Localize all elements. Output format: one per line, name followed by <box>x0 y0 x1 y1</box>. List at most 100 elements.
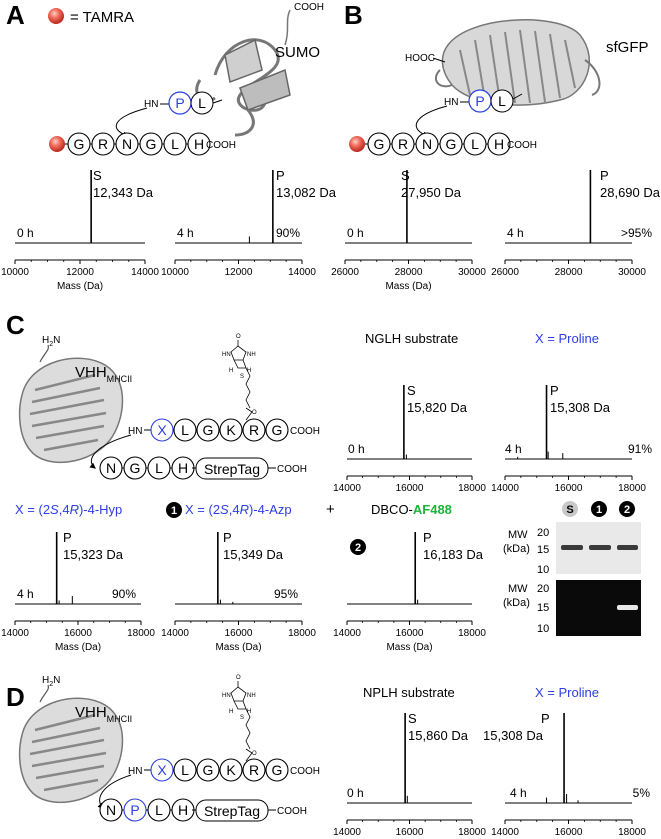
tamra-legend-text: = TAMRA <box>70 9 134 26</box>
d-peptide-cooh: COOH <box>290 766 320 777</box>
gel-fluor-band-2 <box>617 605 638 610</box>
gel-tick-10-bottom: 10 <box>537 623 549 635</box>
b-l-text: L <box>498 93 506 109</box>
mass-label: 15,860 Da <box>408 728 469 743</box>
x-tick-label: 10000 <box>161 267 189 278</box>
residue-x: X <box>157 422 167 438</box>
residue-l: L <box>171 136 179 152</box>
residue-g: G <box>272 422 283 438</box>
gel-band-2 <box>617 545 638 550</box>
conversion-percent: 95% <box>274 587 298 601</box>
b-chain-cooh: COOH <box>507 140 537 151</box>
x-tick-label: 10000 <box>1 267 29 278</box>
residue-l: L <box>471 136 479 152</box>
residue-h: H <box>494 136 504 152</box>
gel-kda-bottom: (kDa) <box>503 597 530 609</box>
mass-label: 16,183 Da <box>423 547 484 562</box>
x-axis-label: Mass (Da) <box>57 281 103 292</box>
residue-p: P <box>130 802 139 818</box>
residue-h: H <box>178 460 188 476</box>
c-proline-title: X = Proline <box>535 331 599 346</box>
d-biotin-s: S <box>240 715 244 721</box>
time-label: 4 h <box>177 226 194 240</box>
sumo-structure-image <box>195 9 291 137</box>
x-tick-label: 14000 <box>1 628 29 639</box>
panel-letter-d: D <box>6 682 25 712</box>
panel-letter-a: A <box>6 0 25 30</box>
residue-r: R <box>398 136 408 152</box>
peak-label: P <box>550 383 559 398</box>
residue-n: N <box>122 136 132 152</box>
c-streptag: StrepTag <box>204 461 260 477</box>
residue-n: N <box>422 136 432 152</box>
x-tick-label: 18000 <box>458 628 486 639</box>
d-biotin-o: O <box>236 675 241 681</box>
time-label: 0 h <box>347 786 364 800</box>
gel-lane-1: 1 <box>596 504 602 516</box>
gel-band-s <box>561 545 583 550</box>
conversion-percent: 5% <box>633 786 651 800</box>
x-tick-label: 16000 <box>396 483 424 494</box>
a-hn: HN <box>144 99 158 110</box>
mass-label: 13,082 Da <box>276 185 337 200</box>
x-tick-label: 14000 <box>288 267 316 278</box>
gel-mw-bottom: MW <box>508 583 528 595</box>
d-streptag: StrepTag <box>204 803 260 819</box>
a-chain-cooh: COOH <box>206 140 236 151</box>
mass-label: 12,343 Da <box>93 185 154 200</box>
c-nglh-title: NGLH substrate <box>365 331 458 346</box>
x-tick-label: 14000 <box>131 267 159 278</box>
d-biotin-structure <box>230 681 253 762</box>
a-tamra-dot <box>49 136 65 152</box>
residue-r: R <box>249 422 259 438</box>
d-vhh-label: VHHMHCII <box>75 704 132 724</box>
c-azp-title: X = (2S,4R)-4-Azp <box>185 502 292 517</box>
gel-band-1 <box>589 545 611 550</box>
x-tick-label: 28000 <box>555 267 583 278</box>
residue-g: G <box>446 136 457 152</box>
gel-mw-top: MW <box>508 529 528 541</box>
mass-label: 15,820 Da <box>407 400 468 415</box>
residue-g: G <box>203 422 214 438</box>
x-tick-label: 18000 <box>458 483 486 494</box>
d-proline-title: X = Proline <box>535 685 599 700</box>
x-tick-label: 18000 <box>288 628 316 639</box>
gel-lane-s: S <box>566 504 573 516</box>
gel-lane-s-badge <box>562 501 578 517</box>
d-biotin-nh: NH <box>247 693 256 699</box>
residue-l: L <box>181 422 189 438</box>
x-tick-label: 16000 <box>64 628 92 639</box>
badge-1-c4 <box>166 502 182 518</box>
x-tick-label: 16000 <box>396 628 424 639</box>
panel-letter-c: C <box>6 310 25 340</box>
c-chain-cooh: COOH <box>277 464 307 475</box>
c-h2n: H2N <box>42 335 60 348</box>
c-biotin-h1: H <box>229 368 233 374</box>
c-biotin-o: O <box>236 334 241 340</box>
c-hyp-title: X = (2S,4R)-4-Hyp <box>15 502 122 517</box>
peak-label: P <box>63 530 72 545</box>
vhh-structure-image-c <box>18 344 124 463</box>
gel-lane-2: 2 <box>624 504 630 516</box>
c-dbco: DBCO-AF488 <box>371 502 452 517</box>
residue-g: G <box>203 762 214 778</box>
a-p-text: P <box>175 95 184 111</box>
x-tick-label: 18000 <box>618 827 646 838</box>
residue-circle <box>265 758 289 782</box>
time-label: 0 h <box>17 226 34 240</box>
badge-1-text: 1 <box>171 505 177 517</box>
residue-l: L <box>155 802 163 818</box>
residue-g: G <box>74 136 85 152</box>
c-biotin-h2: H <box>247 368 251 374</box>
